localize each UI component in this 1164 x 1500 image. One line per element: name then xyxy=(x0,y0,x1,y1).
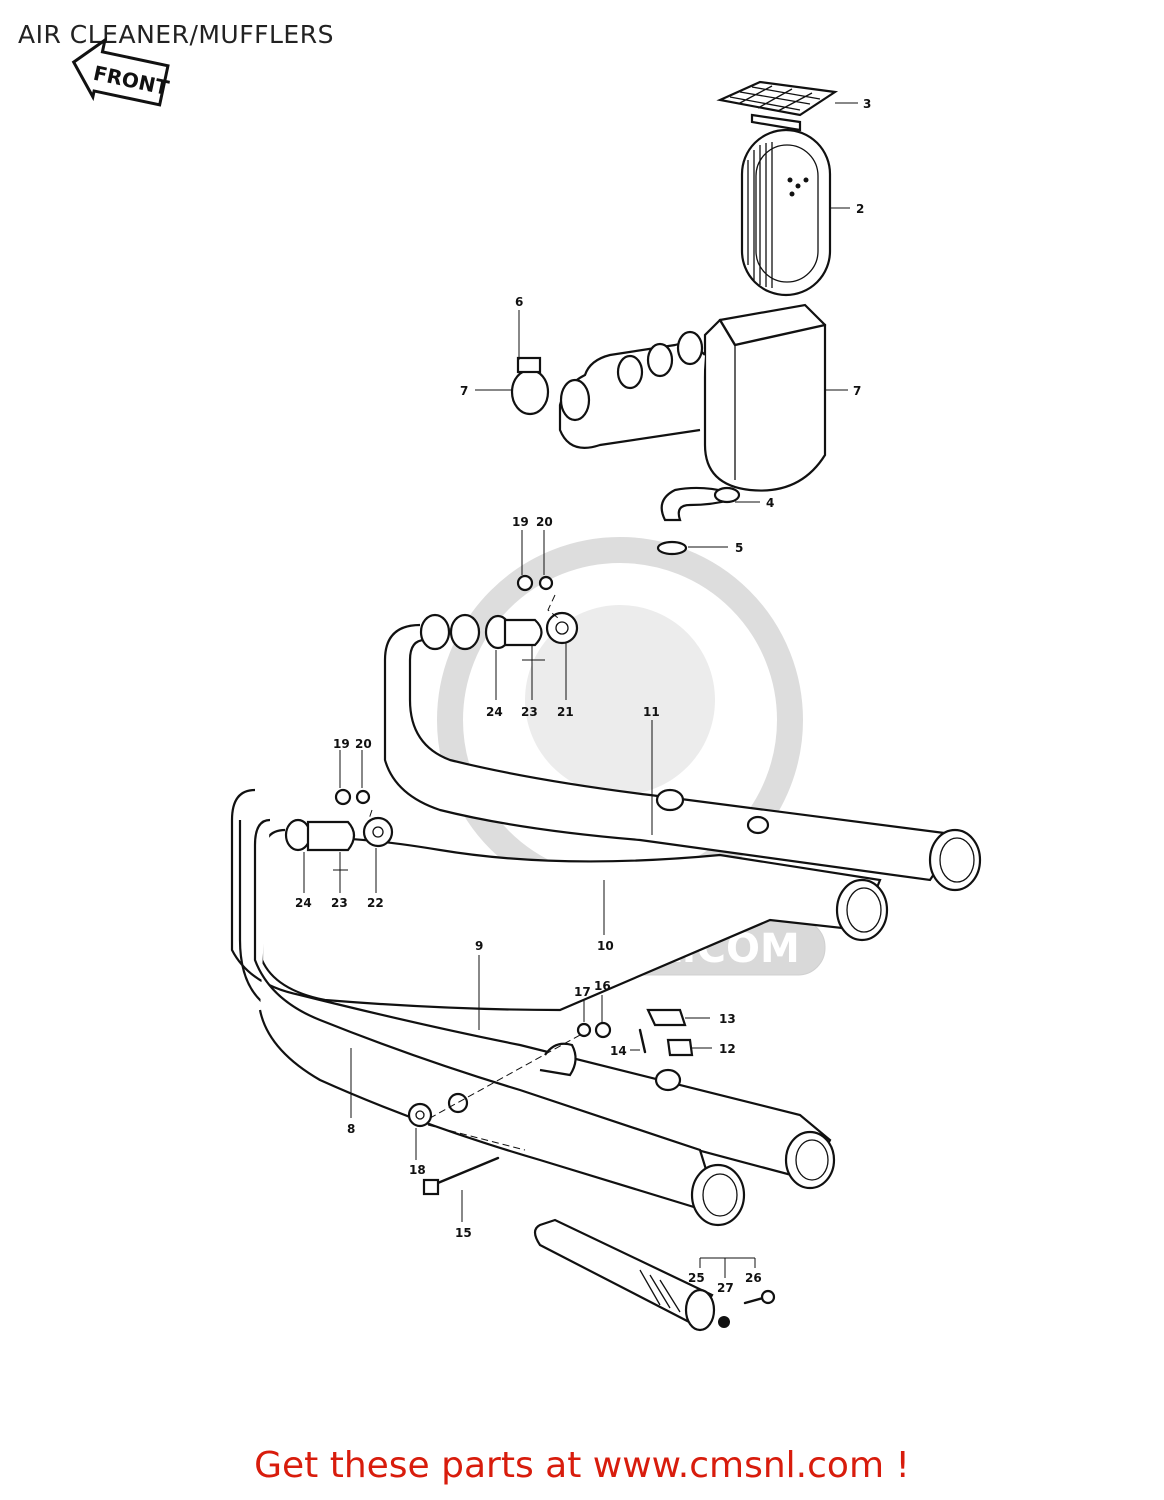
nut-washer-lower-part xyxy=(334,788,371,806)
callout-15: 15 xyxy=(455,1226,472,1240)
callout-13: 13 xyxy=(719,1012,736,1026)
muffler-10-part xyxy=(260,815,889,1012)
callout-8: 8 xyxy=(347,1122,355,1136)
callout-6: 6 xyxy=(515,295,523,309)
callout-20-lower: 20 xyxy=(355,737,372,751)
baffle-nut-part xyxy=(718,1316,730,1328)
callout-26: 26 xyxy=(745,1271,762,1285)
muffler-8-part xyxy=(253,818,746,1227)
leader-lines xyxy=(303,102,858,1278)
front-arrow-icon: FRONT xyxy=(71,36,171,107)
air-filter-element-part xyxy=(740,128,832,297)
callout-23-lower: 23 xyxy=(331,896,348,910)
watermark-mascot xyxy=(525,605,715,795)
breather-hose-part xyxy=(660,486,741,522)
callout-19-lower: 19 xyxy=(333,737,350,751)
exhaust-collar-lower-part xyxy=(284,818,356,852)
callout-3: 3 xyxy=(863,97,871,111)
exhaust-collar-upper-part xyxy=(419,613,543,651)
callout-24-lower: 24 xyxy=(295,896,312,910)
callout-19-upper: 19 xyxy=(512,515,529,529)
assembly-line-3 xyxy=(547,594,559,619)
bracket-hardware-part xyxy=(576,1008,694,1057)
exhaust-flange-21-part xyxy=(545,611,579,645)
callout-22: 22 xyxy=(367,896,384,910)
callout-7-clamp: 7 xyxy=(460,384,468,398)
callout-17: 17 xyxy=(574,985,591,999)
page-title: AIR CLEANER/MUFFLERS xyxy=(18,20,334,49)
callout-14: 14 xyxy=(610,1044,627,1058)
assembly-line-4 xyxy=(367,809,373,823)
baffle-screw-part xyxy=(743,1289,776,1305)
baffle-part xyxy=(533,1218,716,1332)
callout-23-upper: 23 xyxy=(521,705,538,719)
callout-11: 11 xyxy=(643,705,660,719)
callout-12: 12 xyxy=(719,1042,736,1056)
assembly-line-2 xyxy=(427,1124,526,1151)
muffler-11-part xyxy=(383,623,982,892)
callout-20-upper: 20 xyxy=(536,515,553,529)
callout-10: 10 xyxy=(597,939,614,953)
callout-9: 9 xyxy=(475,939,483,953)
callout-16: 16 xyxy=(594,979,611,993)
assembly-line-1 xyxy=(429,1034,581,1119)
callout-24-upper: 24 xyxy=(486,705,503,719)
callout-25: 25 xyxy=(688,1271,705,1285)
callout-5: 5 xyxy=(735,541,743,555)
callout-27: 27 xyxy=(717,1281,734,1295)
callout-18: 18 xyxy=(409,1163,426,1177)
callout-4: 4 xyxy=(766,496,774,510)
hose-clamp-part xyxy=(510,356,550,416)
cta-link[interactable]: Get these parts at www.cmsnl.com ! xyxy=(254,1445,910,1486)
callout-7-housing: 7 xyxy=(853,384,861,398)
callout-labels: 3 2 6 7 7 4 5 19 20 24 23 21 11 19 20 24… xyxy=(295,97,871,1295)
mounting-bolt-part xyxy=(422,1156,500,1196)
exhaust-flange-22-part xyxy=(362,816,394,848)
callout-21: 21 xyxy=(557,705,574,719)
nut-washer-upper-part xyxy=(516,574,554,592)
rubber-mount-part xyxy=(407,1102,433,1128)
callout-2: 2 xyxy=(856,202,864,216)
air-cleaner-housing-part xyxy=(558,303,827,492)
filter-cover-part xyxy=(716,80,839,132)
hose-clip-part xyxy=(656,540,688,556)
